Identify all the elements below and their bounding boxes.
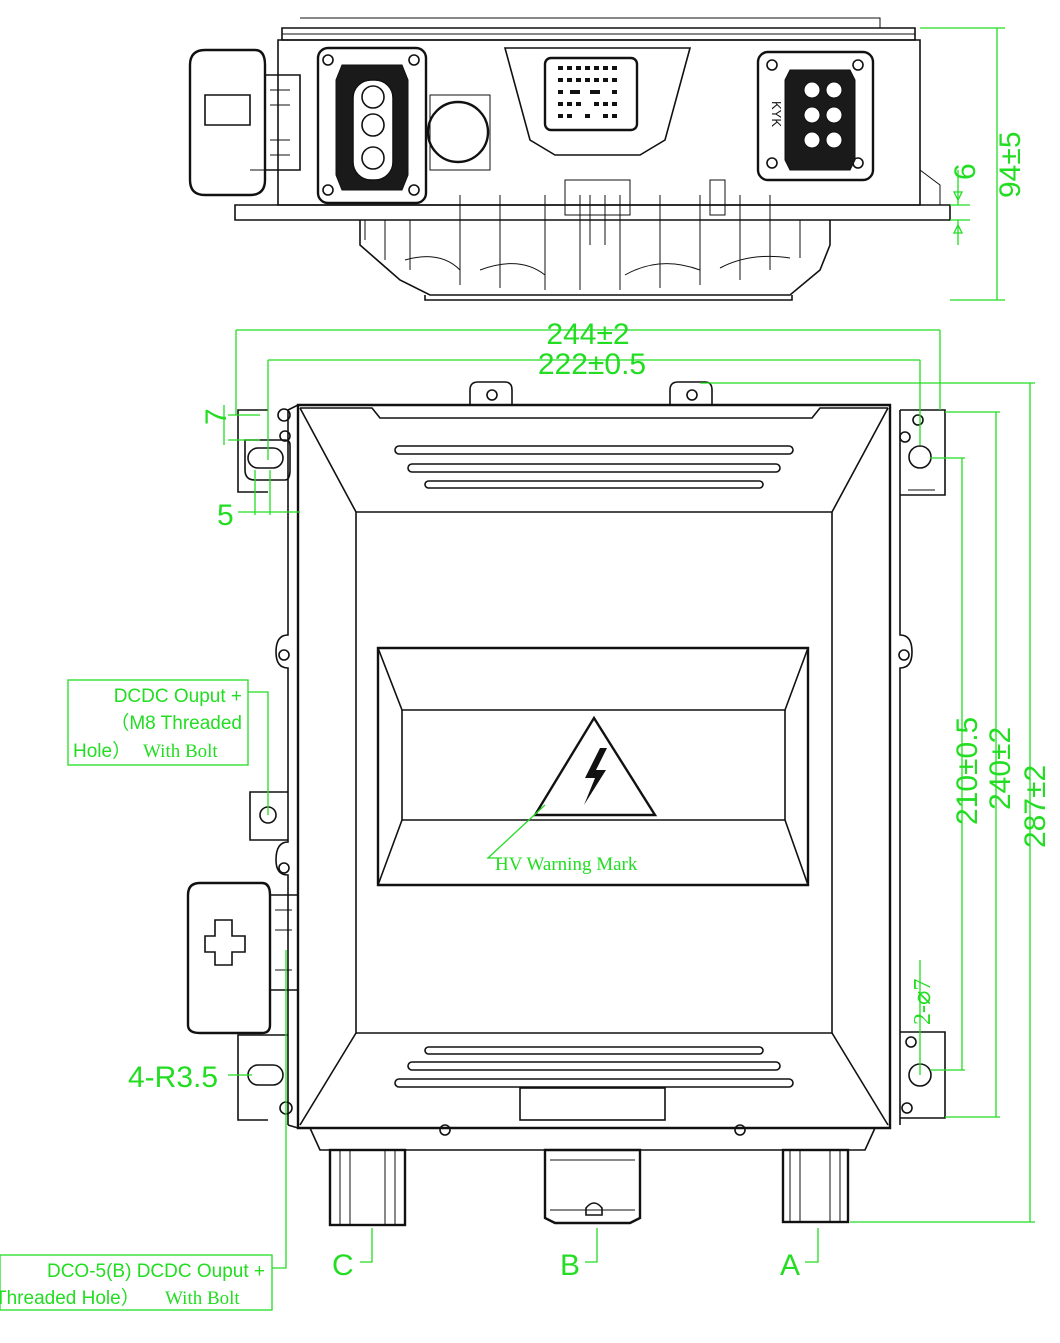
connector-c [328, 1148, 407, 1227]
center-label-plate [376, 646, 810, 887]
callout-upper-line1: DCDC Ouput + [114, 686, 242, 707]
front-view: HV Warning Mark C B A [0, 318, 1052, 1311]
dim-overall-width: 244±2 [546, 318, 629, 351]
top-view-dimensions: 6 94±5 [920, 27, 1027, 301]
dim-body-height: 240±2 [984, 727, 1017, 810]
top-view: KYK 6 94±5 [188, 17, 1027, 301]
height-dimensions: 210±0.5 240±2 287±2 [700, 382, 1052, 1223]
dim-overall-height: 287±2 [1019, 765, 1052, 848]
hv-warning-icon [532, 715, 658, 817]
top-view-connector-center [503, 47, 692, 156]
callout-upper-line2: （M8 Threaded [110, 712, 242, 734]
top-vent-slots [394, 445, 794, 489]
top-view-left-plug [188, 48, 301, 197]
enclosure-outline [296, 403, 892, 1130]
dim-hole-spacing-width: 222±0.5 [538, 348, 646, 381]
bottom-vent-slots [394, 1046, 794, 1088]
dim-step: 6 [949, 163, 982, 180]
dim-top-offset: 7 [200, 408, 233, 425]
connector-b [519, 1087, 666, 1225]
callout-lower-line2a: Threaded Hole） [0, 1287, 140, 1309]
top-view-connector-left [316, 46, 428, 205]
callout-upper-line3a: Hole） [73, 740, 131, 762]
width-dimensions: 244±2 222±0.5 [235, 318, 941, 460]
callout-lower: DCO-5(B) DCDC Ouput + Threaded Hole） Wit… [0, 950, 287, 1311]
connector-a-label: A [780, 1249, 800, 1282]
connector-brand-label: KYK [769, 101, 784, 127]
top-view-round-port [426, 100, 490, 164]
dim-height: 94±5 [994, 131, 1027, 198]
hv-warning-label: HV Warning Mark [495, 854, 638, 875]
dim-mount-holes: 2-⌀7 [910, 979, 936, 1025]
dim-side-offset: 5 [217, 499, 234, 532]
dim-hole-spacing-height: 210±0.5 [951, 717, 984, 825]
left-offset-dimensions: 7 5 [200, 405, 300, 532]
callout-upper: DCDC Ouput + （M8 Threaded Hole） With Bol… [67, 679, 269, 815]
connector-b-label: B [560, 1249, 580, 1282]
connector-a [781, 1148, 850, 1224]
dim-corner-radius: 4-R3.5 [128, 1061, 218, 1094]
connector-c-label: C [332, 1249, 354, 1282]
callout-lower-line1: DCO-5(B) DCDC Ouput + [47, 1261, 265, 1282]
positive-output-plug [186, 881, 299, 1035]
top-view-connector-right: KYK [756, 50, 875, 182]
callout-lower-line2b: With Bolt [165, 1288, 240, 1309]
callout-upper-line3b: With Bolt [143, 741, 218, 762]
